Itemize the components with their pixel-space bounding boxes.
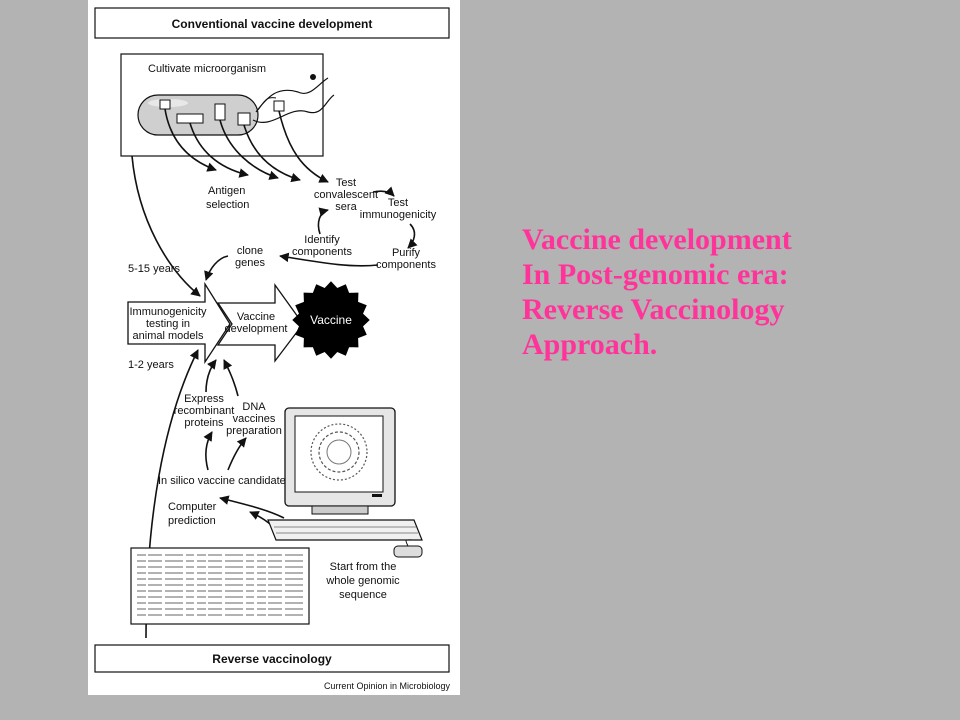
slide-heading-line3: Reverse Vaccinology: [522, 293, 785, 326]
reverse-vaccinology-figure: Conventional vaccine development Cultiva…: [88, 0, 460, 695]
source-caption: Current Opinion in Microbiology: [324, 681, 451, 691]
purify-line2: components: [376, 259, 436, 271]
vaccine-label: Vaccine: [310, 313, 352, 327]
identify-line2: components: [292, 246, 352, 258]
slide-heading-line4: Approach.: [522, 328, 658, 361]
reverse-title-box: Reverse vaccinology: [94, 644, 450, 673]
computer-prediction-line2: prediction: [168, 515, 216, 527]
dna-line2: vaccines: [233, 413, 276, 425]
reverse-title: Reverse vaccinology: [212, 652, 332, 666]
slide-heading-line1: Vaccine development: [522, 223, 792, 256]
years-conventional: 5-15 years: [128, 263, 180, 275]
start-genome-line3: sequence: [339, 589, 387, 601]
test-sera-line3: sera: [335, 201, 357, 213]
cultivate-label: Cultivate microorganism: [148, 63, 266, 75]
conventional-title-box: Conventional vaccine development: [94, 7, 450, 39]
immuno-testing-line2: testing in: [146, 318, 190, 330]
vaccine-dev-arrow: Vaccine development: [216, 282, 304, 363]
antigen-selection-line2: selection: [206, 199, 249, 211]
vaccine-starburst: Vaccine: [292, 281, 370, 359]
express-line1: Express: [184, 393, 224, 405]
immuno-testing-line3: animal models: [133, 330, 204, 342]
antigen-selection-line1: Antigen: [208, 185, 245, 197]
start-genome-line2: whole genomic: [325, 575, 400, 587]
vaccine-dev-line2: development: [225, 323, 288, 335]
purify-line1: Purify: [392, 247, 421, 259]
test-immuno-line1: Test: [388, 197, 408, 209]
years-reverse: 1-2 years: [128, 359, 174, 371]
immuno-testing-line1: Immunogenicity: [129, 306, 207, 318]
dna-line1: DNA: [242, 401, 266, 413]
test-immuno-line2: immunogenicity: [360, 209, 437, 221]
conventional-title: Conventional vaccine development: [172, 17, 373, 31]
express-line2: recombinant: [174, 405, 235, 417]
start-genome-line1: Start from the: [330, 561, 397, 573]
slide-heading-line2: In Post-genomic era:: [522, 258, 789, 291]
genome-sequence-box: [130, 547, 310, 625]
diagram-canvas: Conventional vaccine development Cultiva…: [94, 7, 451, 691]
computer-icon: [267, 407, 423, 558]
clone-genes-line2: genes: [235, 257, 265, 269]
vaccine-dev-line1: Vaccine: [237, 311, 275, 323]
in-silico-label: In silico vaccine candidates: [158, 475, 292, 487]
immuno-testing-arrow: Immunogenicity testing in animal models: [127, 281, 231, 365]
express-line3: proteins: [184, 417, 224, 429]
test-sera-line2: convalescent: [314, 189, 378, 201]
clone-genes-line1: clone: [237, 245, 263, 257]
cultivate-box: Cultivate microorganism: [120, 53, 335, 157]
dna-line3: preparation: [226, 425, 282, 437]
test-sera-line1: Test: [336, 177, 356, 189]
computer-prediction-line1: Computer: [168, 501, 217, 513]
identify-line1: Identify: [304, 234, 340, 246]
slide-heading: Vaccine development In Post-genomic era:…: [522, 222, 942, 362]
